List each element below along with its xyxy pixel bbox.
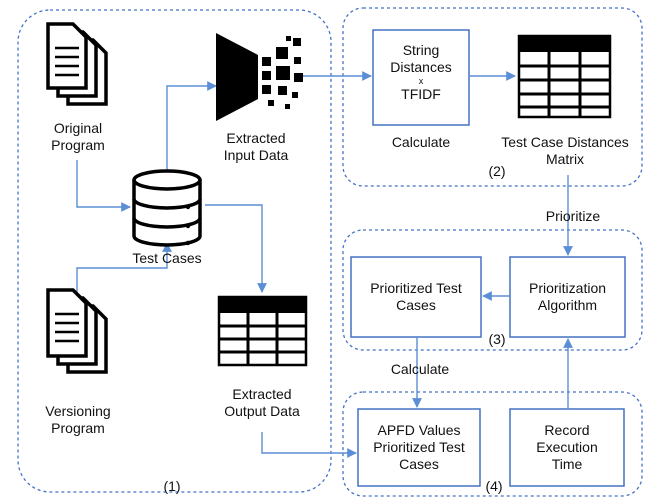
extracted-output-label: Extracted Output Data (224, 386, 300, 419)
calculate-mid-label: Calculate (390, 361, 450, 377)
arrow-versioning-to-testcases (76, 242, 172, 295)
apfd-values-box (357, 408, 481, 487)
table-icon (217, 295, 308, 367)
database-icon (132, 169, 202, 247)
calculate-box (372, 29, 470, 126)
record-execution-time-text: Record Execution Time (536, 422, 598, 472)
region-2-label: (2) (488, 163, 506, 179)
data-extraction-icon (216, 33, 303, 121)
arrow-testcases-to-input (166, 81, 217, 170)
test-cases-label: Test Cases (132, 250, 202, 266)
versioning-program-label: Versioning Program (45, 403, 111, 436)
document-stack-icon (46, 22, 108, 106)
distance-matrix-label: Test Case Distances Matrix (501, 134, 629, 167)
region-1-label: (1) (163, 478, 181, 494)
prioritization-algorithm-text: Prioritization Algorithm (528, 280, 607, 313)
prioritize-label: Prioritize (545, 208, 601, 224)
arrow-output-to-apfd (261, 432, 357, 458)
arrows (76, 71, 573, 458)
prioritization-algorithm-box (509, 256, 626, 338)
prioritized-test-cases-text: Prioritized Test Cases (370, 280, 462, 313)
extracted-input-label: Extracted Input Data (223, 130, 289, 163)
region-4-label: (4) (485, 478, 503, 494)
record-execution-time-box (509, 408, 625, 487)
prioritized-test-cases-box (350, 256, 482, 338)
arrow-original-to-testcases (76, 160, 131, 212)
apfd-values-text: APFD Values Prioritized Test Cases (373, 422, 465, 472)
region-3 (342, 229, 643, 351)
region-2 (342, 7, 643, 187)
arrow-testcases-to-output (205, 204, 267, 293)
table-icon (517, 34, 612, 119)
region-3-label: (3) (488, 331, 506, 347)
string-distances-label: String Distances x TFIDF (373, 42, 469, 103)
document-stack-icon (46, 288, 108, 374)
calculate-top-label: Calculate (391, 134, 451, 150)
original-program-label: Original Program (51, 120, 105, 153)
times-symbol: x (418, 76, 424, 86)
